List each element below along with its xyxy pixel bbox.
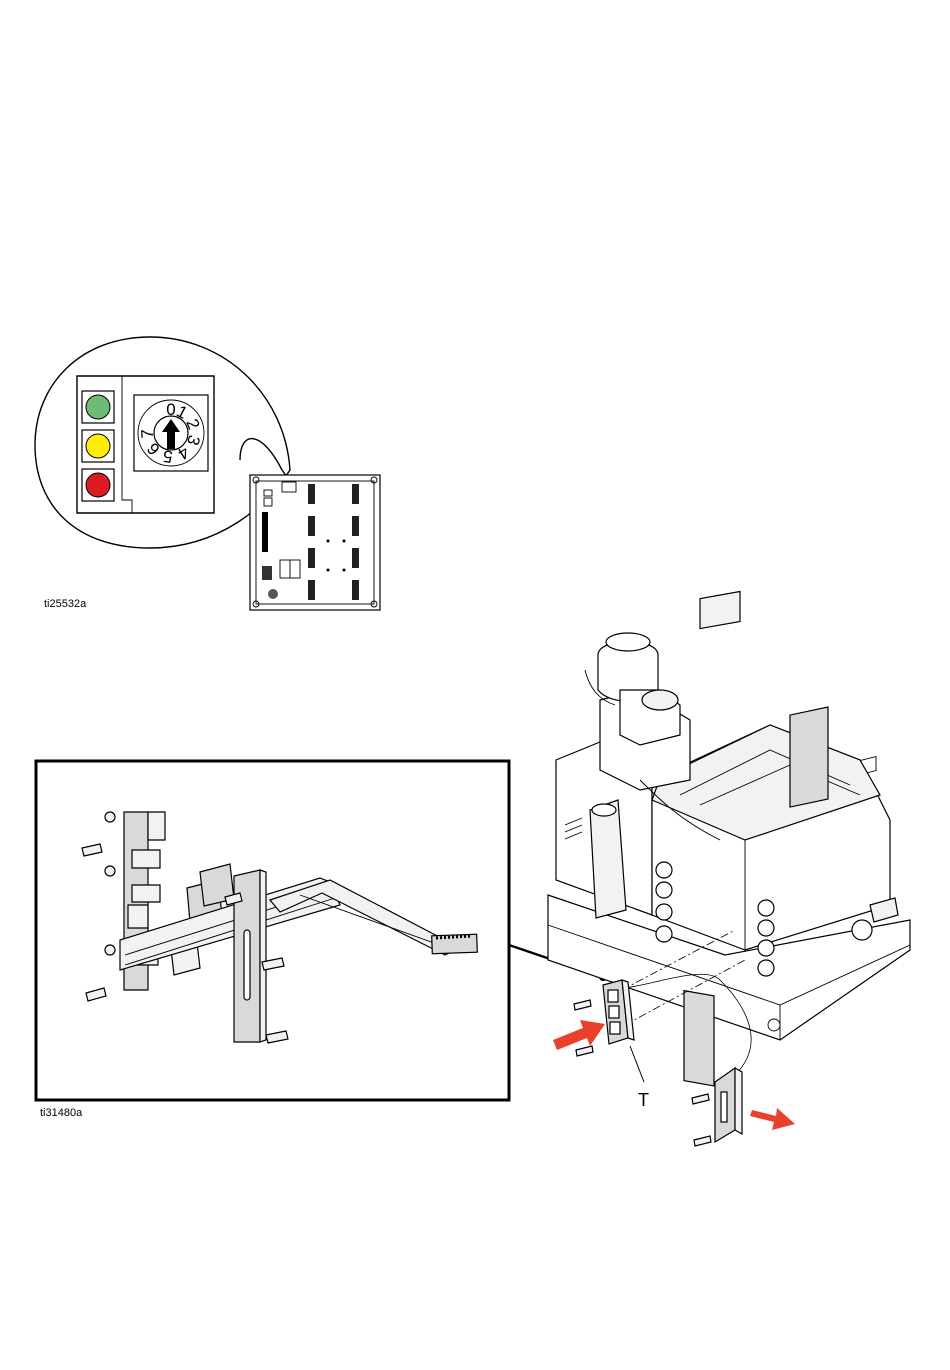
remove-arrow-icon bbox=[750, 1108, 795, 1130]
callout-leader bbox=[630, 1046, 644, 1082]
terminal-detail-inset bbox=[36, 761, 509, 1100]
yellow-led-icon bbox=[86, 434, 110, 458]
circuit-board bbox=[250, 475, 380, 610]
figure-2-label: ti31480a bbox=[40, 1107, 83, 1119]
machine-assembly bbox=[548, 592, 910, 1086]
detail-panel-notch bbox=[122, 376, 132, 513]
red-led-icon bbox=[86, 473, 110, 497]
green-led-icon bbox=[86, 395, 110, 419]
inset-frame bbox=[36, 761, 509, 1100]
dial-number-7: 7 bbox=[138, 429, 157, 439]
callout-t: T bbox=[638, 1090, 649, 1110]
terminal-block-t bbox=[574, 980, 634, 1056]
install-arrow-icon bbox=[553, 1020, 605, 1050]
figure-1-label: ti25532a bbox=[44, 598, 87, 610]
